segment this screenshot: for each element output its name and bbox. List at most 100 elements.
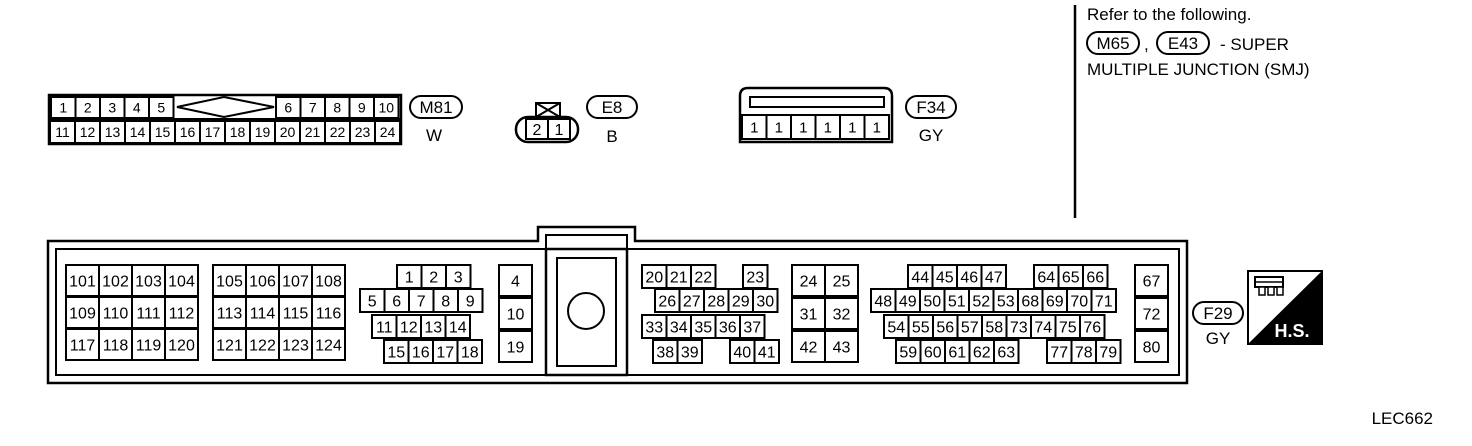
- pin-number: 113: [217, 305, 243, 322]
- note-line-2-tail: - SUPER: [1220, 35, 1289, 54]
- pin-cell: 9: [348, 96, 375, 119]
- pin-number: 17: [436, 344, 454, 361]
- pin-cell: 13: [99, 120, 126, 144]
- pin-number: 36: [719, 319, 737, 336]
- pin-cell: 22: [690, 264, 717, 289]
- pin-number: 37: [743, 319, 761, 336]
- pin-cell: 65: [1057, 264, 1084, 289]
- pin-box: [278, 328, 313, 361]
- hs-black-triangle: [1248, 271, 1322, 344]
- pin-number: 104: [168, 273, 195, 290]
- pin-cell: 1: [863, 114, 890, 140]
- pin-box: [676, 339, 703, 364]
- pin-number: 117: [70, 337, 96, 354]
- pin-cell: 9: [457, 288, 484, 313]
- pin-cell: 30: [752, 288, 779, 313]
- f29-center-circle: [567, 292, 605, 330]
- pin-cell: 63: [993, 339, 1020, 364]
- pin-number: 18: [461, 344, 479, 361]
- pin-number: 41: [758, 344, 776, 361]
- pin-box: [1090, 288, 1117, 313]
- pin-cell: 16: [407, 339, 434, 364]
- pin-box: [98, 328, 133, 361]
- pin-number: 18: [230, 124, 246, 140]
- pin-cell: 26: [654, 288, 681, 313]
- pin-cell: 1: [814, 114, 841, 140]
- pin-number: 13: [105, 124, 121, 140]
- pin-cell: 37: [739, 314, 766, 339]
- pin-cell: 122: [245, 328, 280, 361]
- pin-cell: 15: [149, 120, 176, 144]
- pin-number: 15: [387, 344, 405, 361]
- pin-cell: 28: [703, 288, 730, 313]
- pin-number: 6: [284, 100, 292, 116]
- pin-number: 2: [533, 122, 542, 139]
- pin-number: 52: [972, 293, 990, 310]
- pin-cell: 19: [249, 120, 276, 144]
- pin-cell: 111: [131, 296, 166, 329]
- pin-cell: 20: [641, 264, 668, 289]
- pin-cell: 18: [456, 339, 483, 364]
- pin-number: 17: [205, 124, 221, 140]
- pin-cell: 67: [1134, 264, 1169, 297]
- pin-number: 74: [1034, 319, 1052, 336]
- pin-cell: 24: [791, 264, 826, 297]
- pin-cell: 108: [311, 264, 346, 297]
- note-ref1-oval: [1086, 31, 1140, 55]
- pin-number: 21: [305, 124, 321, 140]
- pin-number: 1: [775, 119, 783, 136]
- pin-number: 6: [392, 293, 401, 310]
- pin-box: [131, 328, 166, 361]
- pin-cell: 72: [1134, 297, 1169, 330]
- pin-box: [791, 330, 826, 363]
- pin-cell: 1: [839, 114, 866, 140]
- pin-cell: 77: [1046, 339, 1073, 364]
- pin-number: 103: [135, 273, 162, 290]
- pin-number: 13: [424, 319, 442, 336]
- pin-number: 77: [1050, 344, 1068, 361]
- pin-box: [824, 297, 859, 330]
- pin-box: [456, 339, 483, 364]
- pin-number: 23: [355, 124, 371, 140]
- pin-cell: 110: [98, 296, 133, 329]
- pin-cell: 58: [981, 314, 1008, 339]
- pin-cell: 14: [444, 314, 471, 339]
- pin-cell: 23: [349, 120, 376, 144]
- pin-cell: 15: [383, 339, 410, 364]
- note-ref2-label: E43: [1168, 34, 1198, 53]
- pin-box: [791, 297, 826, 330]
- pin-number: 110: [103, 305, 129, 322]
- hs-symbol: H.S.: [1247, 270, 1323, 345]
- pin-cell: 3: [445, 264, 472, 289]
- pin-number: 4: [511, 273, 520, 290]
- pin-cell: 17: [199, 120, 226, 144]
- e8-color-label: B: [606, 127, 617, 146]
- pin-cell: 78: [1070, 339, 1097, 364]
- pin-cell: 13: [420, 314, 447, 339]
- pin-box: [65, 328, 100, 361]
- pin-number: 16: [412, 344, 430, 361]
- f34-id-oval: [905, 95, 957, 119]
- pin-number: 105: [216, 273, 243, 290]
- pin-number: 3: [454, 269, 463, 286]
- pin-number: 106: [249, 273, 276, 290]
- pin-number: 30: [756, 293, 774, 310]
- pin-box: [374, 120, 401, 144]
- pin-number: 54: [887, 319, 905, 336]
- m81-color-label: W: [426, 126, 442, 145]
- pin-number: 14: [130, 124, 146, 140]
- pin-number: 29: [732, 293, 750, 310]
- figure-code: LEC662: [1372, 409, 1433, 428]
- pin-cell: 75: [1054, 314, 1081, 339]
- pin-cell: 57: [956, 314, 983, 339]
- pin-cell: 40: [729, 339, 756, 364]
- pin-box: [1134, 264, 1169, 297]
- f29-id-oval: [1192, 301, 1244, 325]
- pin-number: 55: [912, 319, 930, 336]
- pin-cell: 1: [741, 114, 768, 140]
- pin-number: 39: [681, 344, 699, 361]
- pin-cell: 31: [791, 297, 826, 330]
